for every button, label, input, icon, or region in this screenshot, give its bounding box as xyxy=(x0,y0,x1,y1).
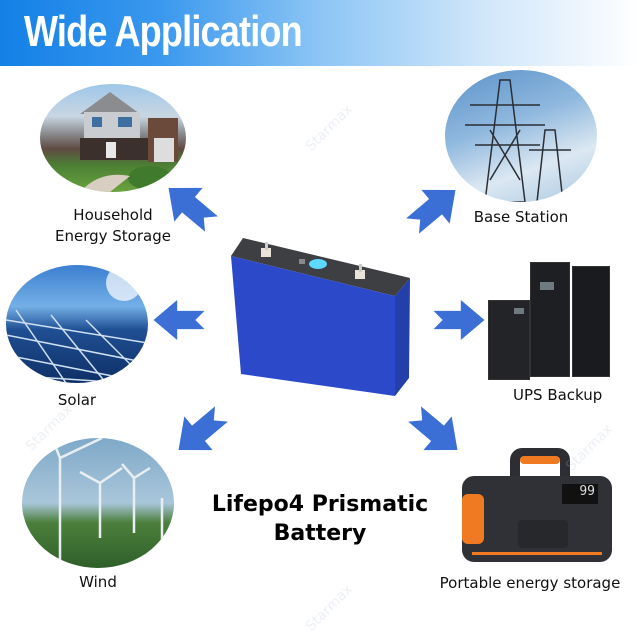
arrow-to-ups-icon xyxy=(432,300,486,340)
arrow-to-base-station-icon xyxy=(398,173,469,243)
wind-label: Wind xyxy=(79,573,117,591)
watermark: Starmax xyxy=(302,581,356,635)
product-title: Lifepo4 Prismatic Battery xyxy=(211,492,429,546)
portable-label: Portable energy storage xyxy=(439,574,621,592)
household-image xyxy=(40,84,186,192)
base-station-label: Base Station xyxy=(473,208,569,226)
banner-title: Wide Application xyxy=(24,7,303,56)
base-station-image xyxy=(445,70,597,202)
wind-image xyxy=(22,438,174,568)
solar-image xyxy=(6,265,148,383)
watermark: Starmax xyxy=(302,101,356,155)
ups-label: UPS Backup xyxy=(513,386,603,404)
portable-display: 99 xyxy=(562,484,598,504)
arrow-to-solar-icon xyxy=(152,300,206,340)
solar-label: Solar xyxy=(57,391,97,409)
portable-image: 99 xyxy=(462,448,612,568)
arrow-to-wind-icon xyxy=(164,397,235,467)
arrow-to-household-icon xyxy=(154,171,225,241)
battery-image xyxy=(225,228,410,396)
ups-image xyxy=(488,262,613,382)
arrow-to-portable-icon xyxy=(400,397,471,467)
household-label: Household Energy Storage xyxy=(55,206,171,245)
header-banner: Wide Application xyxy=(0,0,640,66)
